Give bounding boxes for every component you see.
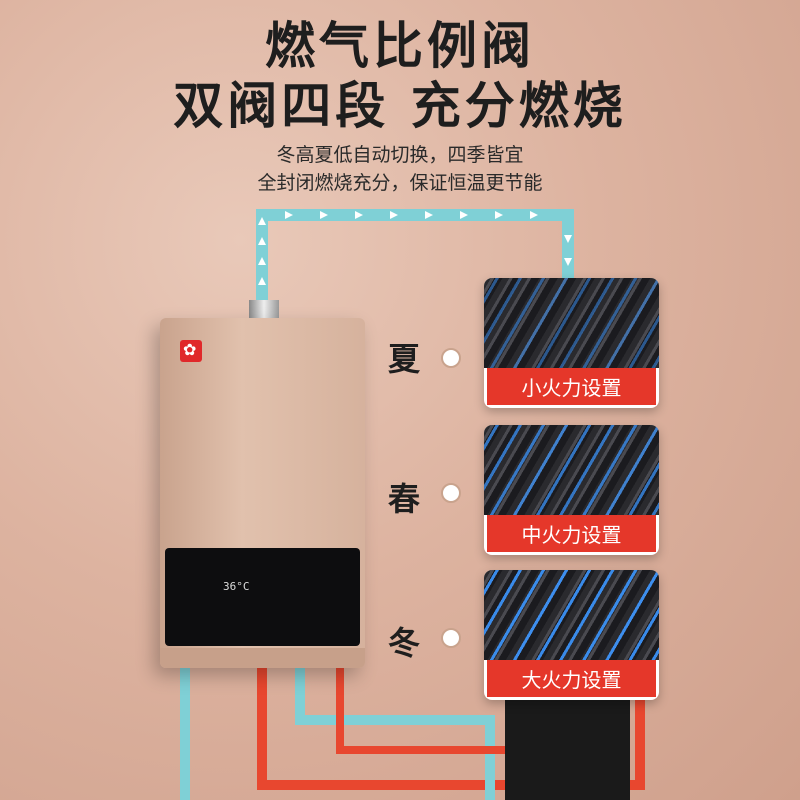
headline-line2: 双阀四段 充分燃烧: [173, 77, 627, 135]
water-heater: 36°C: [160, 318, 365, 668]
subtitle-line1: 冬高夏低自动切换，四季皆宜: [276, 144, 524, 166]
valve-block: [505, 700, 630, 800]
flame-label-low: 小火力设置: [484, 368, 659, 408]
flame-label-medium: 中火力设置: [484, 515, 659, 555]
headline-line1: 燃气比例阀: [265, 17, 535, 75]
heater-base: [160, 648, 365, 668]
season-winter: 冬: [388, 624, 421, 662]
season-spring: 春: [388, 480, 421, 518]
flame-image-medium: [484, 425, 659, 515]
flame-card-high: 大火力设置: [484, 570, 659, 700]
flame-card-medium: 中火力设置: [484, 425, 659, 555]
subtitle-line2: 全封闭燃烧充分，保证恒温更节能: [257, 172, 543, 194]
temperature-readout: 36°C: [223, 580, 250, 593]
season-summer: 夏: [388, 340, 421, 378]
hot-pipe-inner: [336, 668, 505, 754]
flow-arrows: [258, 211, 572, 285]
sakura-logo-icon: [180, 340, 202, 362]
hot-pipe-outer: [257, 668, 645, 790]
flame-card-low: 小火力设置: [484, 278, 659, 408]
flame-label-high: 大火力设置: [484, 660, 659, 700]
cool-pipe-inner: [295, 668, 495, 800]
flue-pipe: [249, 300, 279, 322]
flame-image-high: [484, 570, 659, 660]
control-panel: 36°C: [165, 548, 360, 646]
flame-image-low: [484, 278, 659, 368]
